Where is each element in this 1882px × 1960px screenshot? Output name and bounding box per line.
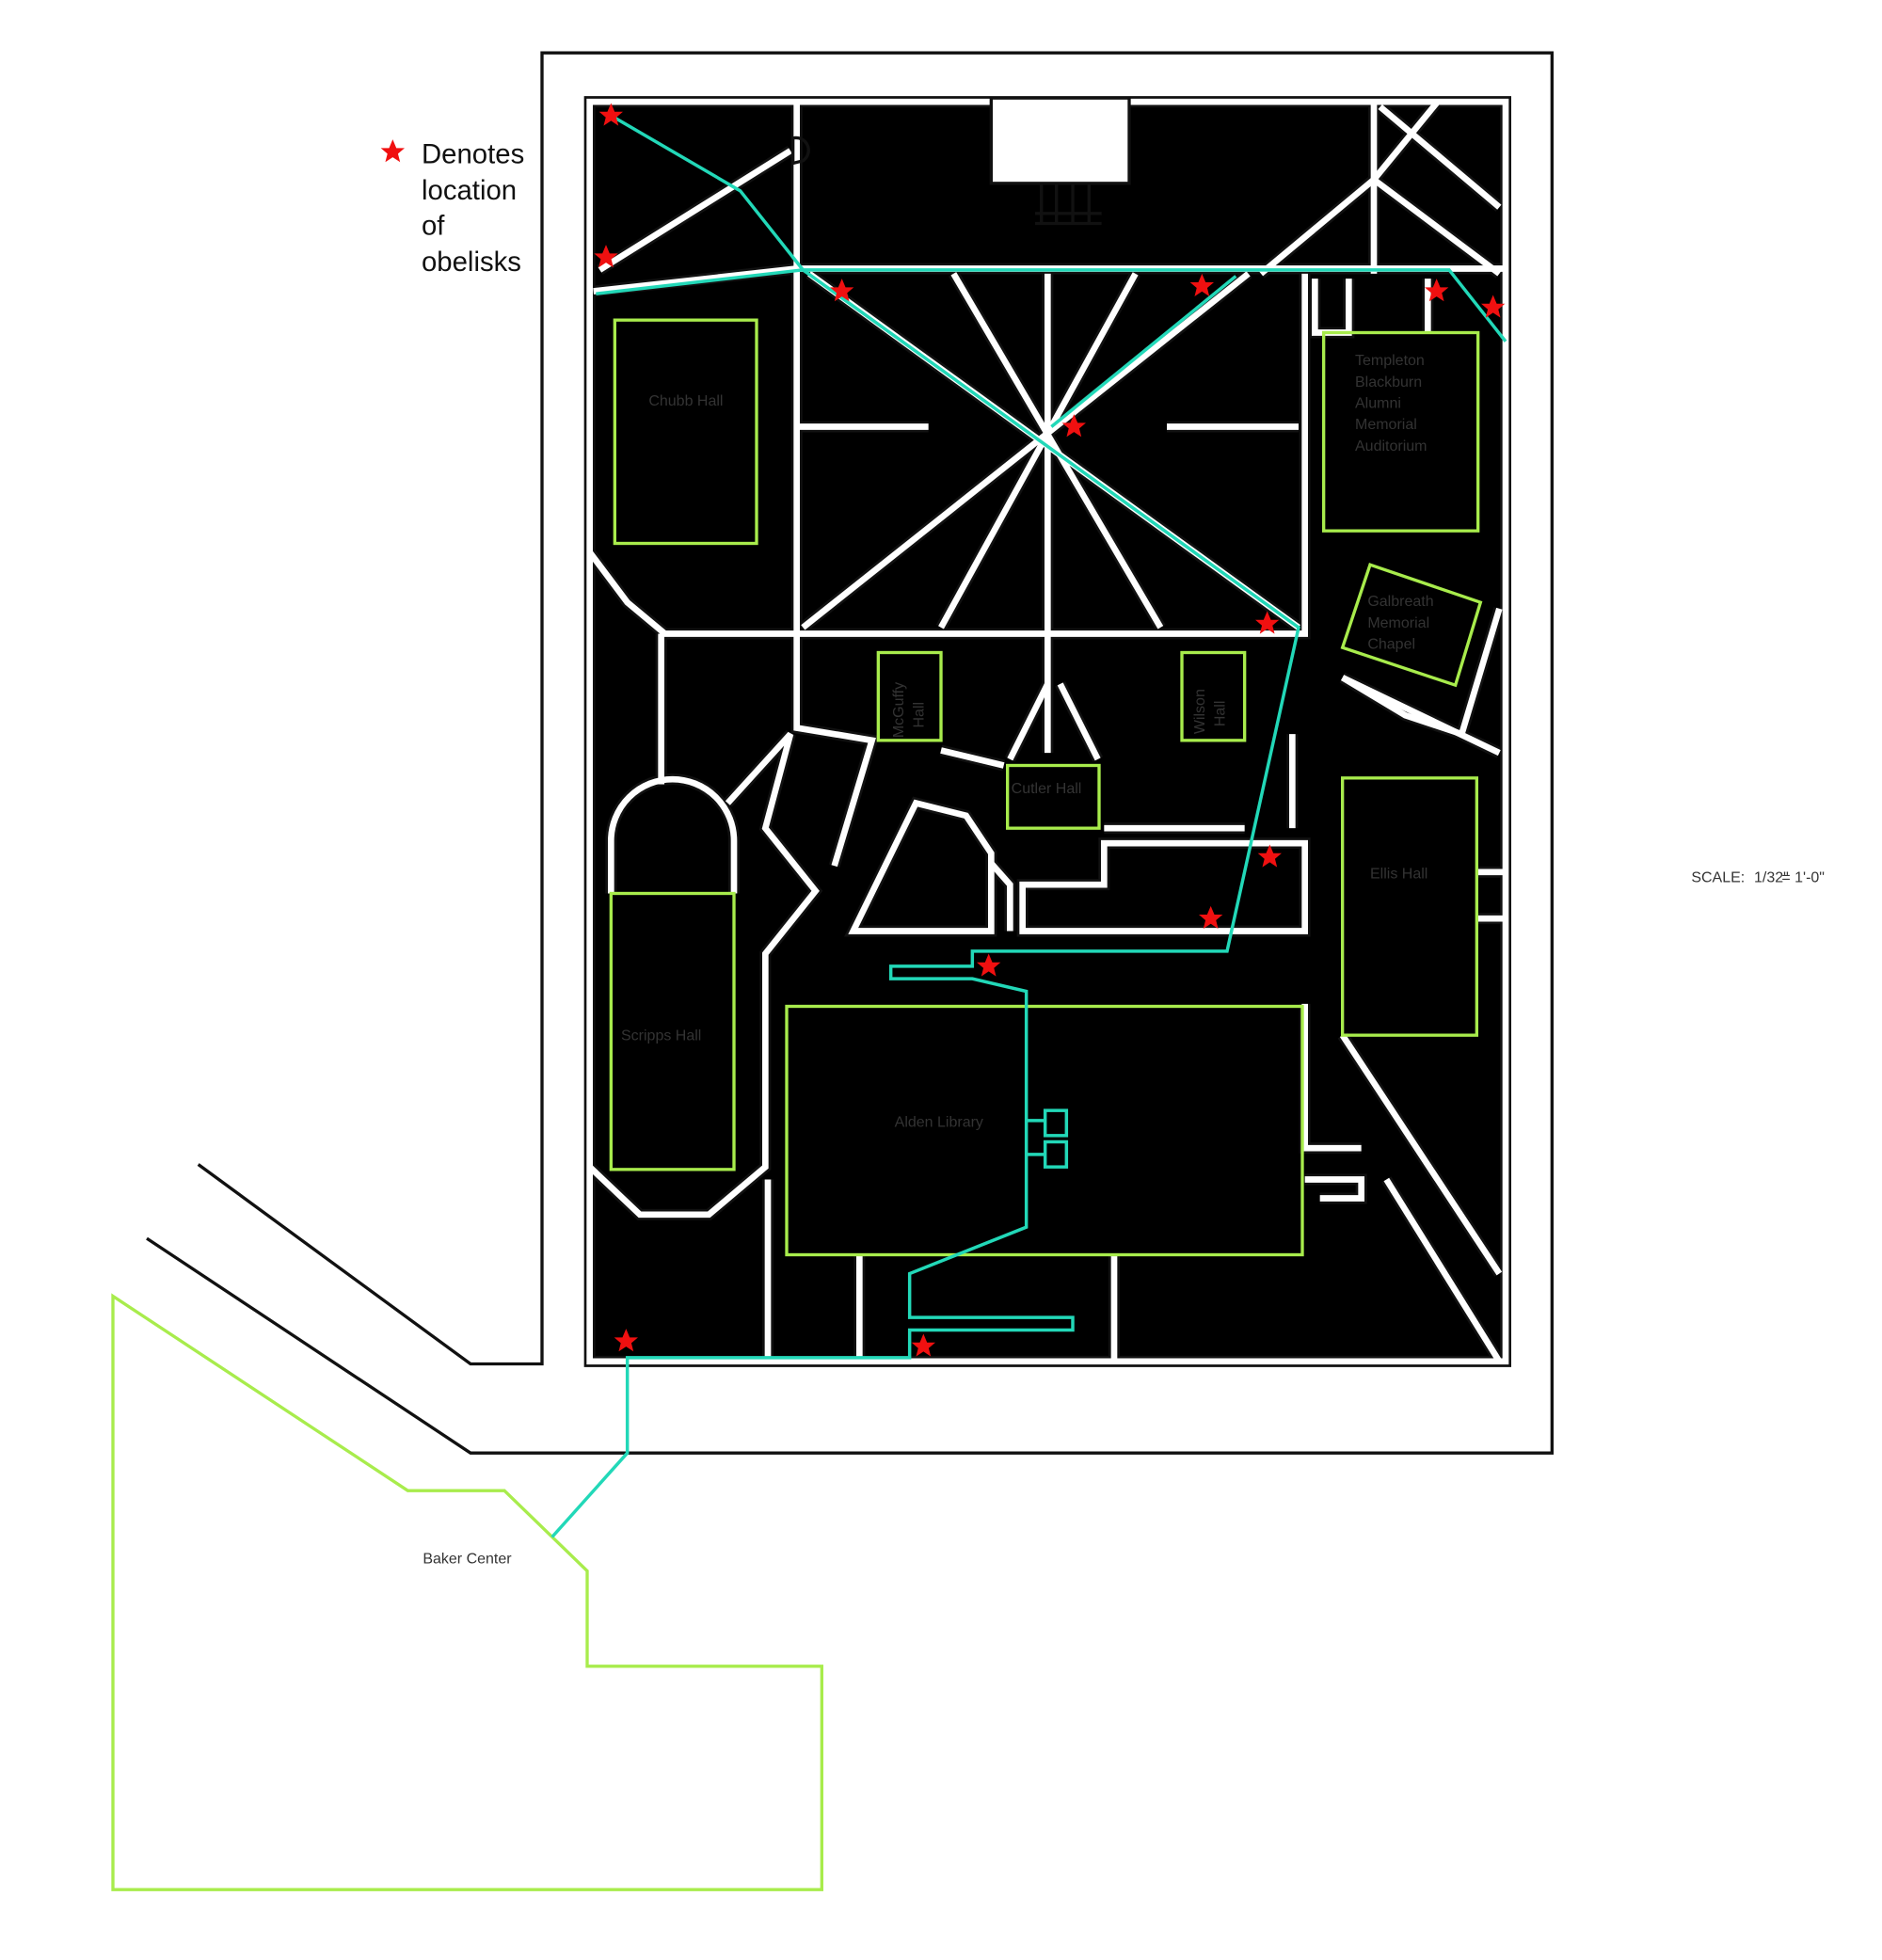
label-templeton: Memorial: [1355, 417, 1417, 433]
wilson-hall: [1180, 650, 1247, 742]
scale-note: SCALE: 1/32" = 1'-0": [1691, 870, 1825, 886]
label-wilson: Hall: [1212, 701, 1228, 727]
templeton-auditorium: [1321, 330, 1480, 533]
label-alden-library: Alden Library: [895, 1115, 983, 1131]
legend-line: obelisks: [422, 247, 521, 278]
walkways: [590, 102, 1506, 1362]
label-galbreath: Memorial: [1367, 615, 1429, 631]
label-templeton: Alumni: [1355, 396, 1401, 412]
label-chubb-hall: Chubb Hall: [648, 393, 723, 409]
label-baker-center: Baker Center: [423, 1552, 512, 1568]
galbreath-chapel: [1340, 563, 1483, 688]
label-templeton: Templeton: [1355, 353, 1425, 369]
baker-center: [111, 1293, 823, 1891]
label-templeton: Auditorium: [1355, 438, 1427, 454]
legend-line: Denotes: [422, 139, 524, 170]
scale-fraction: 1/32": [1754, 870, 1789, 886]
legend-line: of: [422, 211, 445, 242]
label-galbreath: Chapel: [1367, 637, 1415, 653]
legend: Denotes location of obelisks: [380, 139, 524, 278]
red-star-icon: [380, 139, 405, 163]
label-cutler-hall: Cutler Hall: [1012, 781, 1082, 797]
label-wilson: Wilson: [1192, 689, 1208, 734]
ellis-hall: [1341, 776, 1478, 1037]
label-ellis-hall: Ellis Hall: [1370, 867, 1427, 883]
label-mcguffy: McGuffy: [891, 682, 907, 738]
scale-suffix: = 1'-0": [1781, 870, 1825, 886]
building-labels: Chubb Hall Templeton Blackburn Alumni Me…: [423, 353, 1433, 1567]
label-mcguffy: Hall: [911, 702, 927, 728]
label-templeton: Blackburn: [1355, 374, 1422, 390]
scale-prefix: SCALE:: [1691, 870, 1745, 886]
obelisk-route: [550, 114, 1507, 1538]
cutler-hall: [1006, 763, 1101, 830]
scripps-hall: [609, 891, 736, 1171]
label-scripps-hall: Scripps Hall: [621, 1028, 701, 1044]
roads: [146, 51, 1554, 1455]
alden-library: [785, 1004, 1304, 1257]
mcguffy-hall: [876, 650, 943, 742]
chubb-hall: [613, 318, 758, 546]
north-structure: [791, 96, 1131, 226]
buildings: [111, 318, 1483, 1891]
label-galbreath: Galbreath: [1367, 594, 1433, 610]
legend-line: location: [422, 175, 517, 206]
